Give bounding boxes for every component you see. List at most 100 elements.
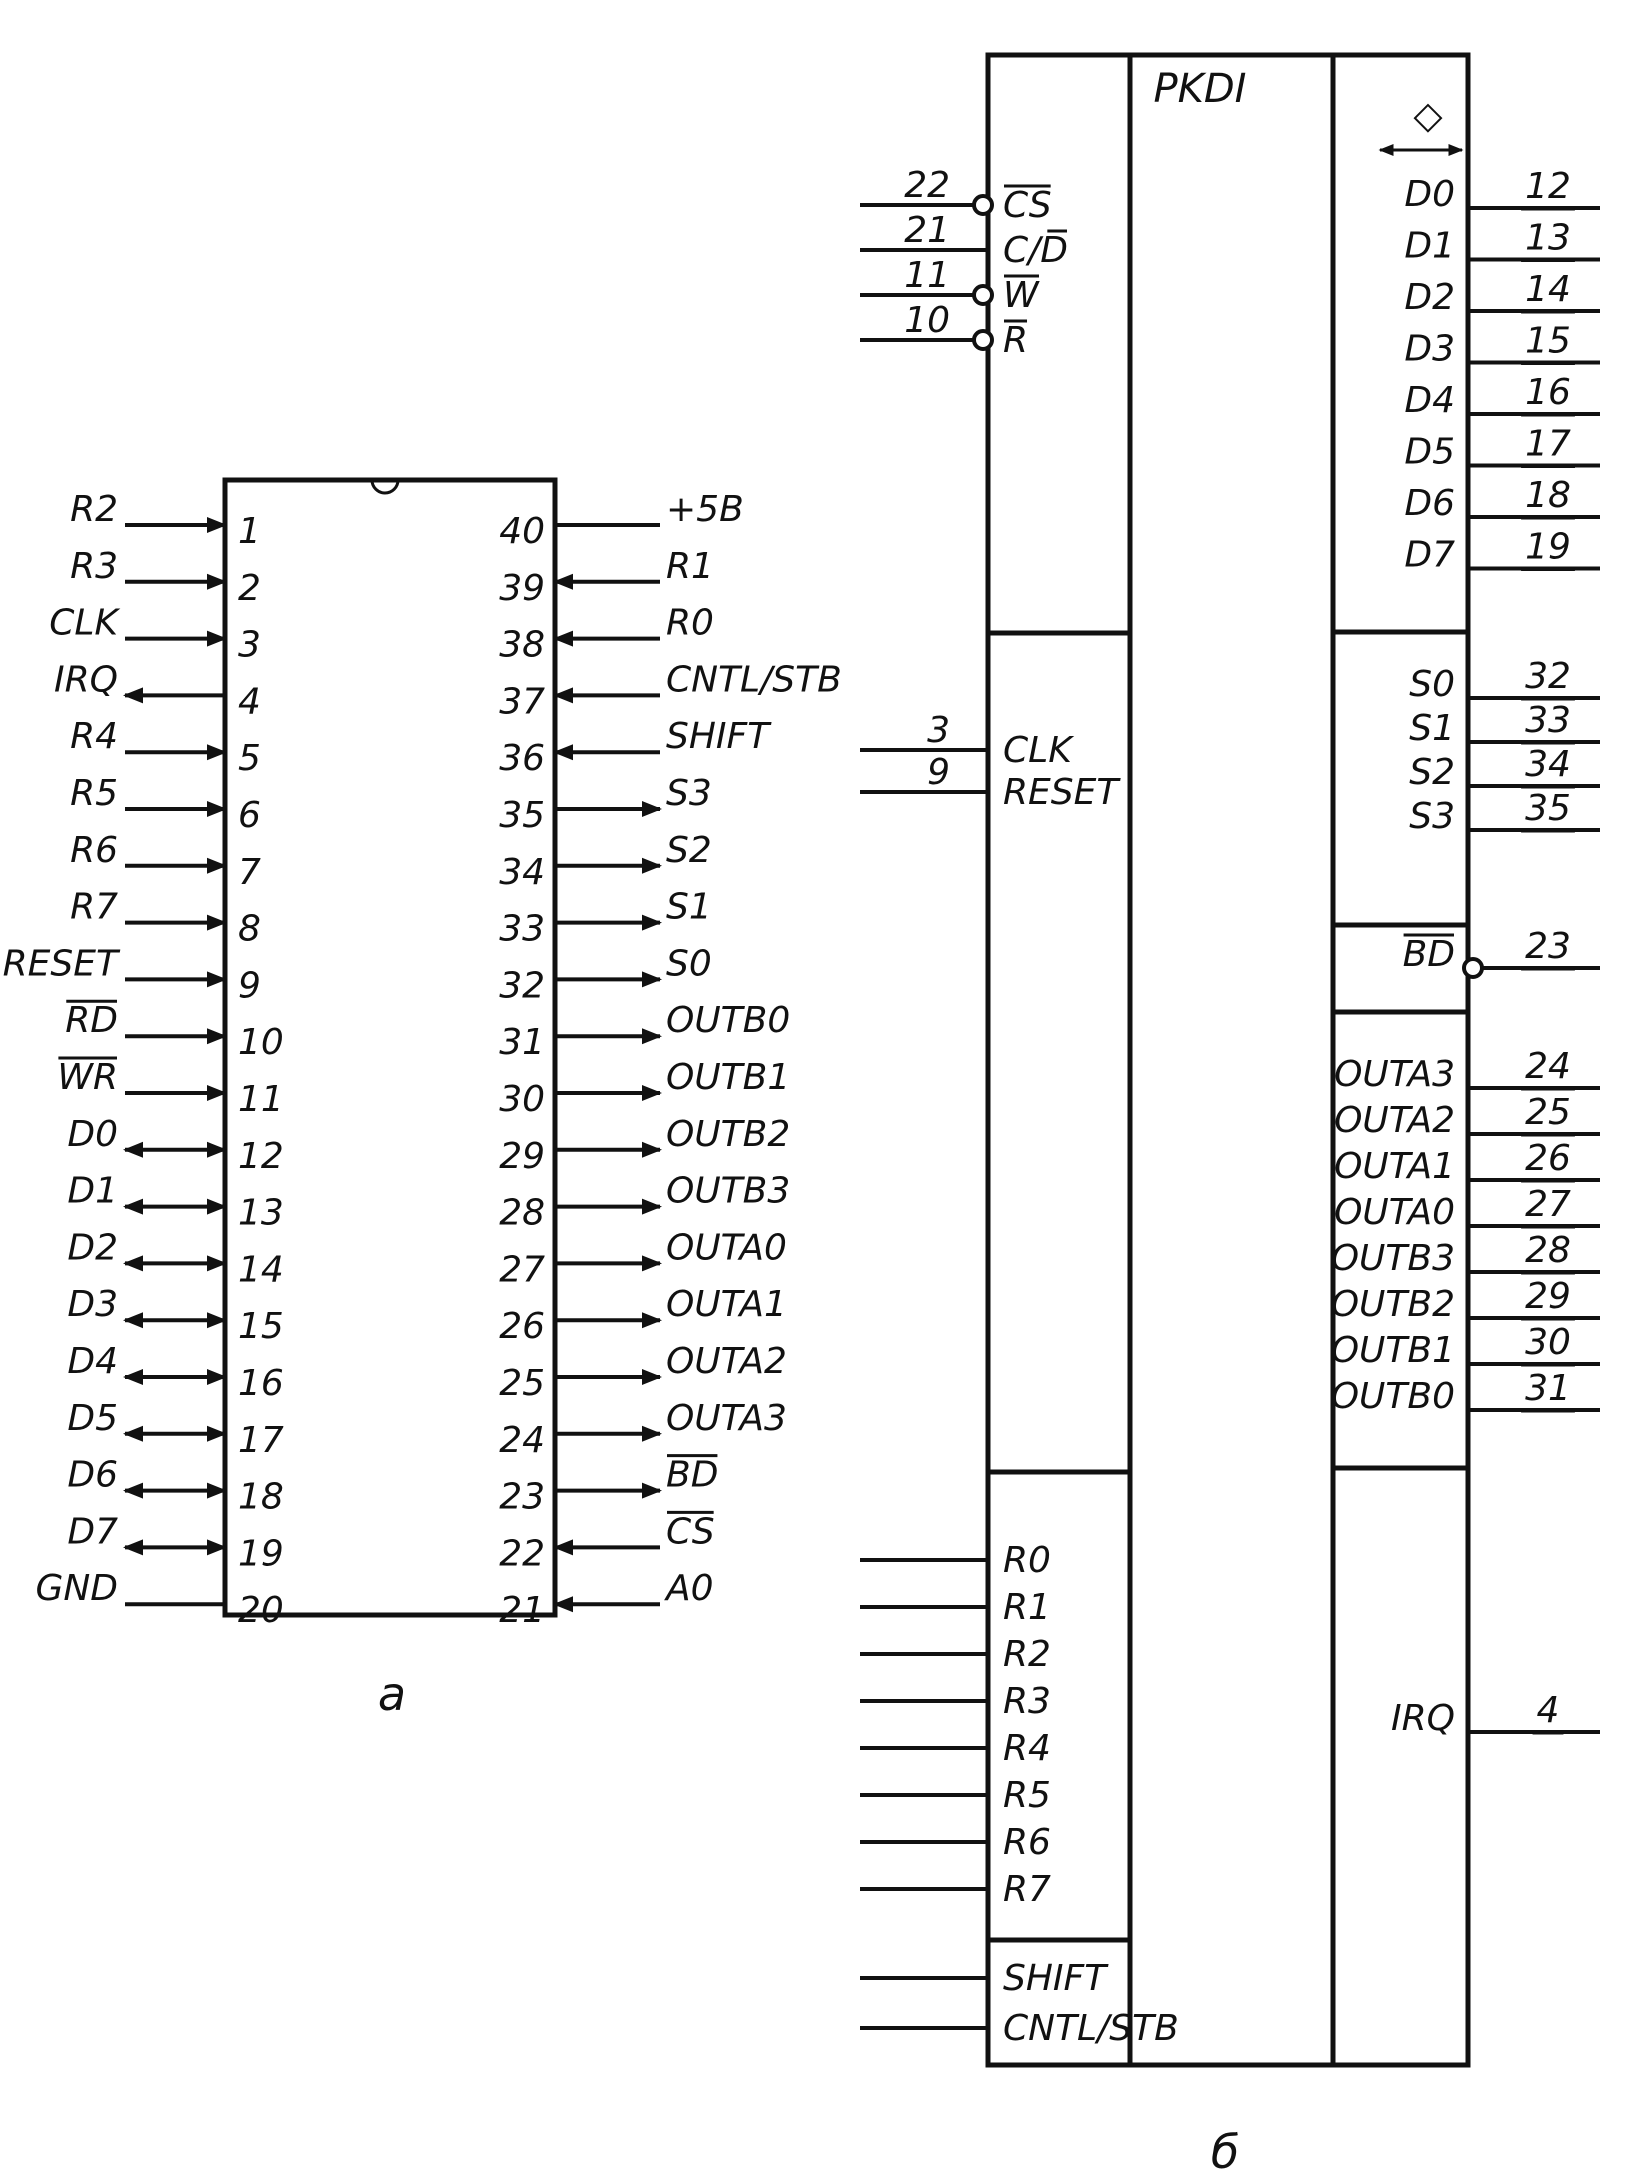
- b-s3-number: 35: [1525, 788, 1571, 829]
- pin-14-name: D2: [67, 1227, 118, 1268]
- pin-29-number: 29: [499, 1136, 545, 1177]
- pin-17-number: 17: [238, 1420, 284, 1461]
- pin-5-number: 5: [238, 738, 261, 779]
- figure-a-caption: a: [378, 1667, 406, 1721]
- pin-27-number: 27: [499, 1249, 545, 1290]
- pin-33-name: S1: [666, 887, 712, 928]
- pin-6-number: 6: [238, 795, 261, 836]
- b-outa0-name: OUTA0: [1334, 1192, 1455, 1233]
- pin-3-number: 3: [238, 625, 261, 666]
- b-s2-number: 34: [1525, 744, 1571, 785]
- pin-37-number: 37: [499, 681, 545, 722]
- pin-24-number: 24: [499, 1420, 545, 1461]
- b-outb0-name: OUTB0: [1331, 1376, 1455, 1417]
- b-d2-name: D2: [1404, 277, 1455, 318]
- pin-12-number: 12: [238, 1136, 284, 1177]
- pin-39-name: R1: [666, 546, 714, 587]
- b-d5-number: 17: [1525, 424, 1571, 465]
- b-s1-number: 33: [1525, 700, 1571, 741]
- pin-38-name: R0: [666, 603, 714, 644]
- b-s2-name: S2: [1409, 752, 1455, 793]
- b-s0-name: S0: [1409, 664, 1455, 705]
- pin-20-name: GND: [35, 1568, 118, 1609]
- pin-13-number: 13: [238, 1193, 284, 1234]
- b-d6-name: D6: [1404, 483, 1455, 524]
- pin-10-number: 10: [238, 1022, 284, 1063]
- b-r5-name: R5: [1003, 1775, 1051, 1816]
- pin-18-number: 18: [238, 1477, 284, 1518]
- b-d1-number: 13: [1525, 218, 1571, 259]
- b-d4-number: 16: [1525, 372, 1571, 413]
- pin-22-number: 22: [499, 1533, 545, 1574]
- b-outb1-number: 30: [1525, 1322, 1571, 1363]
- pin-14-number: 14: [238, 1249, 284, 1290]
- pin-24-name: OUTA3: [666, 1398, 787, 1439]
- b-outa3-name: OUTA3: [1334, 1054, 1455, 1095]
- pin-9-number: 9: [238, 965, 261, 1006]
- pin1-notch: [370, 479, 400, 495]
- b-outb3-name: OUTB3: [1331, 1238, 1455, 1279]
- pin-34-number: 34: [499, 852, 545, 893]
- pin-17-name: D5: [67, 1398, 118, 1439]
- bus-symbol-icon: ◇: [1413, 93, 1443, 137]
- pin-28-name: OUTB3: [666, 1171, 790, 1212]
- pin-4-number: 4: [238, 681, 261, 722]
- b-r-inversion-circle: [972, 329, 994, 351]
- figure-b-caption: б: [1211, 2125, 1239, 2179]
- b-w-number: 11: [904, 255, 950, 296]
- b-d2-number: 14: [1525, 269, 1571, 310]
- pin-31-number: 31: [499, 1022, 545, 1063]
- pin-33-number: 33: [499, 909, 545, 950]
- b-d7-name: D7: [1404, 535, 1455, 576]
- pin-26-number: 26: [499, 1306, 545, 1347]
- pin-28-number: 28: [499, 1193, 545, 1234]
- pin-5-name: R4: [70, 716, 118, 757]
- b-r3-name: R3: [1003, 1681, 1051, 1722]
- b-outa0-number: 27: [1525, 1184, 1571, 1225]
- b-s1-name: S1: [1409, 708, 1455, 749]
- pin-21-name: A0: [664, 1568, 714, 1609]
- b-s0-number: 32: [1525, 656, 1571, 697]
- pin-15-name: D3: [67, 1284, 118, 1325]
- pin-23-name: BD: [666, 1455, 718, 1496]
- block-title: PKDI: [1154, 66, 1247, 112]
- b-c-d-name: C/D: [1003, 230, 1068, 271]
- b-reset-name: RESET: [1003, 772, 1121, 813]
- pin-11-name: WR: [57, 1057, 118, 1098]
- pin-27-name: OUTA0: [666, 1227, 787, 1268]
- pin-35-name: S3: [666, 773, 712, 814]
- pin-18-name: D6: [67, 1455, 118, 1496]
- b-cs-number: 22: [904, 165, 950, 206]
- pin-13-name: D1: [67, 1171, 118, 1212]
- pin-35-number: 35: [499, 795, 545, 836]
- b-cs-inversion-circle: [972, 194, 994, 216]
- pin-1-name: R2: [70, 489, 118, 530]
- b-r-number: 10: [904, 300, 950, 341]
- b-r0-name: R0: [1003, 1540, 1051, 1581]
- pin-7-number: 7: [238, 852, 261, 893]
- b-r1-name: R1: [1003, 1587, 1051, 1628]
- b-d0-name: D0: [1404, 174, 1455, 215]
- b-r6-name: R6: [1003, 1822, 1051, 1863]
- b-clk-name: CLK: [1003, 730, 1074, 771]
- pin-34-name: S2: [666, 830, 712, 871]
- right-pin-column: 40+5B39R138R037CNTL/STB36SHIFT35S334S233…: [499, 489, 842, 1631]
- pin-11-number: 11: [238, 1079, 284, 1120]
- pin-19-number: 19: [238, 1533, 284, 1574]
- b-s3-name: S3: [1409, 796, 1455, 837]
- b-w-inversion-circle: [972, 284, 994, 306]
- right-field: [1330, 52, 1471, 2068]
- pin-10-name: RD: [65, 1000, 118, 1041]
- b-outb3-number: 28: [1525, 1230, 1571, 1271]
- b-bd-name: BD: [1403, 934, 1455, 975]
- b-r7-name: R7: [1003, 1869, 1051, 1910]
- pin-15-number: 15: [238, 1306, 284, 1347]
- b-d3-name: D3: [1404, 329, 1455, 370]
- pin-39-number: 39: [499, 568, 545, 609]
- pin-3-name: CLK: [49, 603, 120, 644]
- pin-7-name: R6: [70, 830, 118, 871]
- b-irq-name: IRQ: [1391, 1698, 1455, 1739]
- b-irq-number: 4: [1537, 1690, 1560, 1731]
- pin-1-number: 1: [238, 511, 261, 552]
